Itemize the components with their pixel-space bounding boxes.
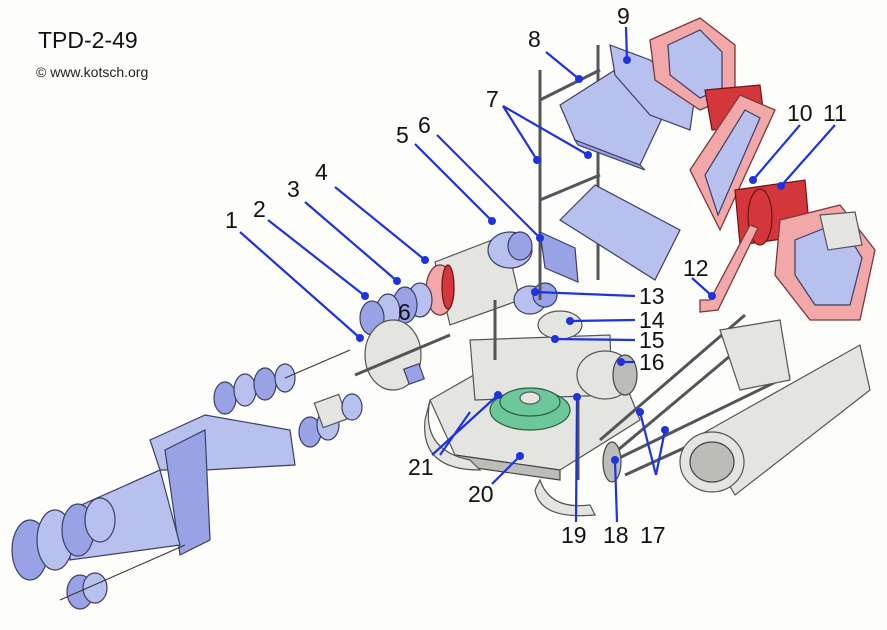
base-mechanism xyxy=(424,300,641,517)
part-number-labels: 1 2 3 4 5 6 6 7 8 9 10 11 12 13 14 15 16… xyxy=(225,3,847,548)
part-label-6: 6 xyxy=(418,112,431,138)
drive-rods xyxy=(599,313,801,483)
part-label-12: 12 xyxy=(683,255,709,281)
part-label-11: 11 xyxy=(823,100,847,126)
part-label-5: 5 xyxy=(396,122,409,148)
part-label-1: 1 xyxy=(225,207,238,233)
right-housing xyxy=(649,17,876,321)
diagram-title: TPD-2-49 xyxy=(38,27,138,53)
part-label-14: 14 xyxy=(639,307,665,333)
part-label-18: 18 xyxy=(603,522,629,548)
part-label-7: 7 xyxy=(486,86,499,112)
leader-lines xyxy=(239,26,836,523)
part-label-4: 4 xyxy=(315,159,328,185)
part-label-3: 3 xyxy=(287,176,300,202)
part-label-10: 10 xyxy=(787,100,813,126)
part-label-20: 20 xyxy=(468,481,494,507)
copyright-text: © www.kotsch.org xyxy=(36,64,149,80)
cylinder-casing xyxy=(679,344,871,496)
central-objective-tube xyxy=(354,231,558,391)
prism-frame xyxy=(538,44,696,300)
part-label-13: 13 xyxy=(639,283,665,309)
part-label-6-lens: 6 xyxy=(398,299,411,325)
part-label-16: 16 xyxy=(639,349,665,375)
part-label-9: 9 xyxy=(617,3,630,29)
part-label-2: 2 xyxy=(253,196,266,222)
part-label-8: 8 xyxy=(528,26,541,52)
part-label-19: 19 xyxy=(561,522,587,548)
part-label-21: 21 xyxy=(408,454,434,480)
part-label-15: 15 xyxy=(639,327,665,353)
left-optical-arm xyxy=(11,349,363,610)
part-label-17: 17 xyxy=(640,522,666,548)
